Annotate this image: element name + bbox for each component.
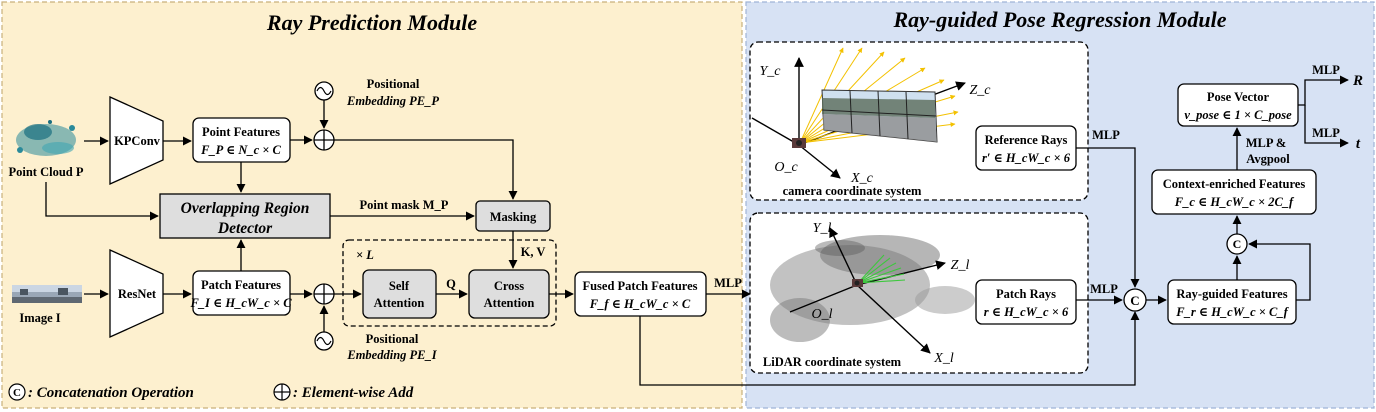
lidar-axis-z: Z_l	[951, 258, 970, 273]
legend-concat-label: : Concatenation Operation	[28, 385, 194, 401]
output-r: R	[1352, 73, 1363, 89]
resnet-label: ResNet	[118, 287, 157, 301]
output-t: t	[1356, 136, 1361, 152]
detector-line2: Detector	[217, 220, 273, 237]
camera-axis-z: Z_c	[970, 83, 992, 98]
self-attention-line1: Self	[389, 279, 410, 293]
context-enriched-formula: F_c ∈ H_cW_c × 2C_f	[1174, 195, 1295, 209]
pose-vector-formula: v_pose ∈ 1 × C_pose	[1184, 108, 1292, 122]
camera-image-plane	[821, 89, 938, 143]
patch-rays-title: Patch Rays	[996, 287, 1056, 301]
ray-guided-title: Ray-guided Features	[1176, 287, 1287, 301]
pose-vector-title: Pose Vector	[1207, 90, 1270, 104]
kpconv-label: KPConv	[114, 134, 161, 148]
point-cloud-thumbnail	[16, 120, 76, 156]
add-operator-top	[313, 129, 335, 151]
camera-axis-x: X_c	[850, 171, 874, 186]
camera-icon	[792, 138, 806, 148]
ray-guided-box	[1167, 279, 1297, 325]
cross-attention-line1: Cross	[494, 279, 524, 293]
patch-rays-box	[975, 279, 1077, 325]
concat-operator-main: C	[1123, 288, 1147, 312]
image-label: Image I	[19, 311, 60, 325]
sine-wave-icon-bottom	[314, 331, 334, 351]
masking-label: Masking	[490, 210, 537, 224]
lidar-point-cloud	[770, 235, 975, 342]
sine-wave-icon-top	[314, 81, 334, 101]
lidar-axis-y: Y_l	[813, 221, 832, 236]
point-mask-label: Point mask M_P	[360, 198, 449, 212]
self-attention-box	[362, 269, 437, 319]
context-enriched-title: Context-enriched Features	[1163, 177, 1306, 191]
lidar-axes	[789, 227, 946, 354]
camera-caption: camera coordinate system	[783, 184, 922, 198]
lidar-axis-o: O_l	[812, 307, 833, 322]
kpconv-block	[109, 95, 164, 186]
resnet-block	[109, 248, 164, 339]
image-thumbnail	[12, 285, 82, 303]
add-legend-icon	[273, 383, 291, 401]
svg-text:C: C	[13, 387, 21, 399]
pos-emb-bottom-line1: Positional	[366, 332, 419, 346]
self-attention-line2: Attention	[374, 296, 425, 310]
svg-text:C: C	[1130, 293, 1139, 308]
attention-repeat-group	[342, 239, 557, 327]
svg-text:C: C	[1233, 237, 1242, 251]
context-enriched-box	[1151, 169, 1317, 215]
patch-features-title: Patch Features	[201, 278, 281, 292]
fused-features-title: Fused Patch Features	[582, 279, 697, 293]
mlp-avgpool-line1: MLP &	[1246, 136, 1287, 150]
pose-mlp-label-bottom: MLP	[1312, 126, 1340, 140]
patch-mlp-label: MLP	[1090, 282, 1118, 296]
add-operator-bottom	[313, 283, 335, 305]
repeat-label: × L	[356, 248, 374, 262]
patch-features-formula: F_I ∈ H_cW_c × C	[189, 296, 292, 310]
point-features-formula: F_P ∈ N_c × C	[200, 143, 281, 157]
cross-attention-line2: Attention	[484, 296, 535, 310]
pos-emb-bottom-line2: Embedding PE_I	[346, 348, 437, 362]
reference-rays-title: Reference Rays	[985, 133, 1068, 147]
lidar-camera-icon	[852, 279, 863, 287]
camera-axis-y: Y_c	[760, 64, 782, 79]
ref-mlp-label: MLP	[1092, 128, 1120, 142]
lidar-axis-x: X_l	[933, 351, 954, 366]
point-cloud-label: Point Cloud P	[8, 165, 83, 179]
cross-attention-box	[468, 269, 550, 319]
patch-rays-formula: r ∈ H_cW_c × 6	[984, 305, 1069, 319]
camera-axis-o: O_c	[774, 160, 798, 175]
lidar-caption: LiDAR coordinate system	[763, 355, 902, 369]
reference-rays-formula: r′ ∈ H_cW_c × 6	[982, 151, 1071, 165]
left-panel	[1, 1, 743, 409]
lidar-rays	[857, 254, 906, 284]
detector-line1: Overlapping Region	[181, 200, 310, 217]
q-label: Q	[446, 277, 456, 291]
concat-legend-icon: C	[8, 383, 26, 401]
legend-add-label: : Element-wise Add	[293, 385, 414, 401]
point-features-title: Point Features	[202, 125, 280, 139]
mlp-avgpool-line2: Avgpool	[1246, 152, 1290, 166]
pos-emb-top-line1: Positional	[367, 77, 420, 91]
kv-label: K, V	[521, 245, 546, 259]
concat-operator-upper: C	[1226, 233, 1248, 255]
fused-features-formula: F_f ∈ H_cW_c × C	[589, 297, 691, 311]
left-panel-title: Ray Prediction Module	[266, 10, 477, 35]
right-panel-title: Ray-guided Pose Regression Module	[892, 7, 1226, 32]
pos-emb-top-line2: Embedding PE_P	[346, 94, 439, 108]
fused-mlp-label: MLP	[714, 276, 742, 290]
ray-guided-formula: F_r ∈ H_cW_c × C_f	[1175, 305, 1289, 319]
pose-mlp-label-top: MLP	[1312, 63, 1340, 77]
